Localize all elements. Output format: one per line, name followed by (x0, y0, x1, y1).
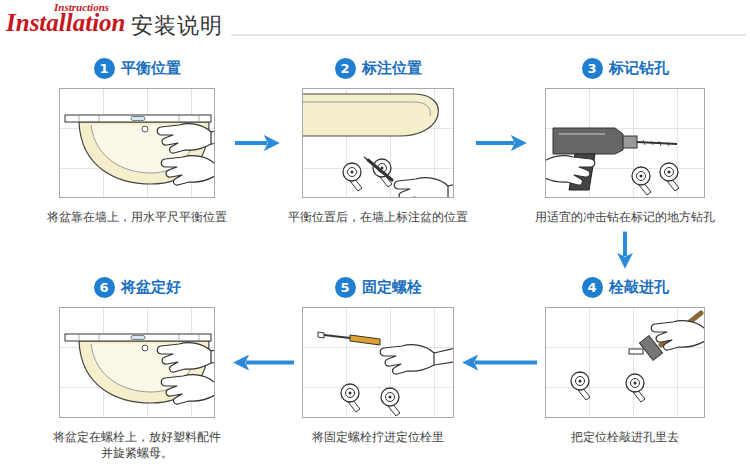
bolt-fixing-illustration (318, 332, 324, 338)
step-caption: 用适宜的冲击钻在标记的地方钻孔 (535, 210, 715, 226)
step-caption: 将盆靠在墙上，用水平尺平衡位置 (47, 210, 227, 226)
page-title: 安装说明 (131, 11, 223, 41)
step-caption: 将固定螺栓拧进定位栓里 (312, 430, 444, 446)
bolt-fixing-illustration (302, 307, 468, 418)
flow-arrow (235, 141, 267, 145)
drilling-illustration (507, 88, 705, 198)
basin-level-illustration (60, 89, 214, 198)
step-number: 3 (582, 58, 603, 79)
drilling-illustration (559, 133, 605, 135)
drilling-illustration (546, 156, 595, 185)
step-heading: 1 平衡位置 (94, 56, 181, 80)
drilling-illustration (632, 167, 651, 195)
step-panel: 2 标注位置平衡位置后，在墙上标注盆的位置 (286, 56, 470, 226)
bolt-fixing-illustration (380, 345, 453, 374)
dowel-hammering-illustration (626, 374, 645, 402)
illustration-frame (545, 88, 705, 198)
step-number: 2 (335, 58, 356, 79)
step-number: 4 (582, 277, 603, 298)
flow-arrow (623, 232, 627, 256)
basin-level-illustration (59, 88, 249, 199)
step-panel: 5 固定螺栓将固定螺栓拧进定位栓里 (300, 275, 456, 446)
flow-arrow (476, 141, 514, 145)
bolt-fixing-illustration (350, 335, 380, 345)
illustration-frame (302, 88, 454, 198)
flow-arrow (475, 361, 537, 365)
illustration-frame (545, 307, 705, 418)
basin-level-illustration (60, 89, 214, 198)
callout-number: 1 (99, 62, 108, 75)
step-panel: 6 将盆定好将盆定在螺栓上，放好塑料配件 并旋紧螺母。 (47, 275, 227, 461)
dowel-hammering-illustration (571, 372, 590, 400)
step-number: 5 (335, 277, 356, 298)
step-number: 1 (94, 58, 115, 79)
step-caption: 把定位栓敲进孔里去 (571, 430, 679, 446)
bolt-fixing-illustration (381, 388, 400, 416)
illustration-frame (302, 307, 454, 418)
drilling-illustration (623, 136, 637, 148)
dowel-hammering-illustration (629, 349, 643, 354)
basin-fixed-illustration (60, 308, 214, 417)
step-heading: 3 标记钻孔 (582, 56, 669, 80)
callout-number: 5 (340, 281, 349, 294)
flow-arrow (246, 361, 294, 365)
step-heading: 5 固定螺栓 (335, 275, 422, 299)
basin-marking-illustration (368, 160, 392, 180)
drilling-illustration (637, 142, 677, 144)
drilling-illustration (546, 89, 704, 198)
step-title: 固定螺栓 (362, 278, 422, 297)
step-heading: 4 栓敲进孔 (582, 275, 669, 299)
step-title: 将盆定好 (121, 278, 181, 297)
step-title: 标记钻孔 (609, 59, 669, 78)
basin-marking-illustration (302, 88, 482, 207)
illustration-frame (59, 307, 215, 418)
header-rule (231, 35, 746, 36)
bolt-fixing-illustration (303, 308, 453, 417)
illustration-frame (59, 88, 215, 198)
step-panel: 4 栓敲进孔把定位栓敲进孔里去 (543, 275, 707, 446)
drilling-illustration (660, 163, 679, 191)
dowel-hammering-illustration (546, 308, 704, 417)
step-number: 6 (94, 277, 115, 298)
step-title: 栓敲进孔 (609, 278, 669, 297)
step-title: 平衡位置 (121, 59, 181, 78)
callout-number: 6 (99, 281, 108, 294)
basin-marking-illustration (364, 157, 369, 161)
basin-marking-illustration (303, 102, 430, 116)
step-caption: 将盆定在螺栓上，放好塑料配件 并旋紧螺母。 (49, 430, 225, 461)
step-panel: 3 标记钻孔用适宜的冲击钻在标记的地方钻孔 (533, 56, 717, 226)
basin-marking-illustration (343, 163, 362, 191)
callout-number: 2 (340, 62, 349, 75)
header-label: Installation (6, 9, 126, 37)
step-title: 标注位置 (362, 59, 422, 78)
basin-marking-illustration (303, 89, 453, 198)
drilling-illustration (643, 140, 669, 146)
dowel-hammering-illustration (651, 321, 704, 350)
basin-fixed-illustration (60, 308, 214, 417)
basin-marking-illustration (303, 94, 438, 136)
step-panel: 1 平衡位置将盆靠在墙上，用水平尺平衡位置 (45, 56, 229, 226)
basin-fixed-illustration (59, 307, 249, 418)
step-heading: 2 标注位置 (335, 56, 422, 80)
bolt-fixing-illustration (324, 335, 350, 338)
callout-number: 3 (587, 62, 596, 75)
bolt-fixing-illustration (341, 384, 360, 412)
callout-number: 4 (587, 281, 596, 294)
dowel-hammering-illustration (545, 307, 739, 418)
drilling-illustration (553, 128, 623, 154)
connector-layer (235, 143, 625, 363)
step-heading: 6 将盆定好 (94, 275, 181, 299)
basin-marking-illustration (394, 178, 453, 198)
step-caption: 平衡位置后，在墙上标注盆的位置 (288, 210, 468, 226)
